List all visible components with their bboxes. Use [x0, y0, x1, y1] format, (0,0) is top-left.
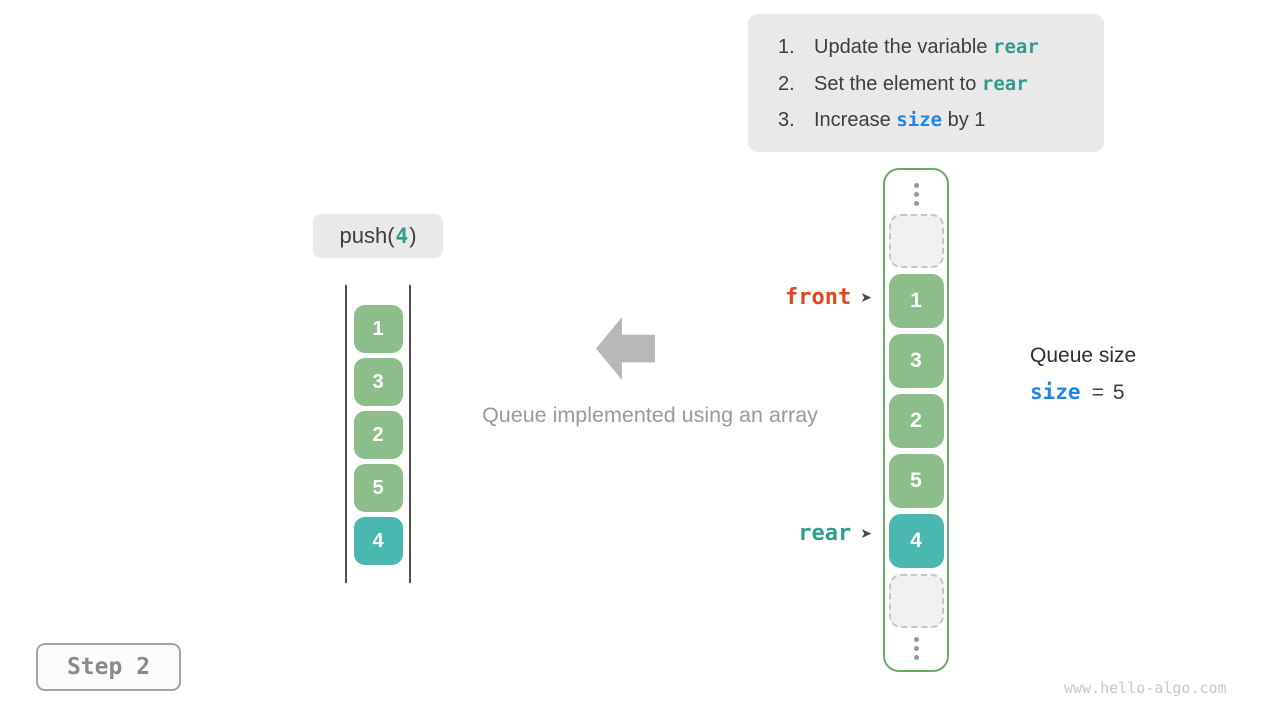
instruction-item-2: 2. Set the element to rear [778, 66, 1104, 103]
queue-abstract-diagram: 1 3 2 5 4 [345, 285, 411, 583]
queue-size-expression: size = 5 [1030, 380, 1136, 405]
instruction-text-post: by 1 [942, 109, 986, 131]
queue-size-annotation: Queue size size = 5 [1030, 344, 1136, 405]
queue-size-value: 5 [1112, 381, 1125, 404]
array-cell-highlighted: 4 [888, 514, 944, 568]
push-call-badge: push(4) [313, 214, 443, 258]
instruction-text: Increase size by 1 [814, 102, 985, 139]
array-cell: 2 [888, 394, 944, 448]
queue-cell: 1 [353, 305, 403, 353]
ellipsis-bottom-icon [913, 634, 919, 662]
instruction-text-pre: Increase [814, 109, 897, 131]
code-token-rear: rear [981, 72, 1028, 95]
queue-cell: 5 [353, 464, 403, 512]
code-token-size: size [896, 109, 943, 131]
list-number: 2. [778, 72, 795, 95]
array-diagram: 1 3 2 5 4 [883, 168, 949, 672]
rear-pointer-label: rear [798, 521, 852, 546]
array-cell: 1 [888, 274, 944, 328]
instruction-text: Set the element to rear [814, 66, 1028, 103]
instruction-item-3: 3. Increase size by 1 [778, 102, 1104, 139]
instruction-text-pre: Update the variable [814, 36, 994, 58]
code-token-rear: rear [993, 36, 1039, 58]
array-cell: 5 [888, 454, 944, 508]
push-call-prefix: push( [339, 223, 395, 248]
push-call-argument: 4 [395, 224, 409, 248]
list-number: 1. [778, 36, 795, 58]
instruction-text-pre: Set the element to [814, 72, 982, 95]
step-badge: Step 2 [36, 643, 181, 691]
list-number: 3. [778, 109, 795, 131]
array-empty-cell [888, 574, 944, 628]
pointer-arrow-icon: ➤ [860, 525, 872, 541]
diagram-caption: Queue implemented using an array [482, 403, 818, 427]
queue-size-label: Queue size [1030, 344, 1137, 367]
code-token-size: size [1030, 380, 1081, 404]
push-call-suffix: ) [409, 223, 417, 248]
array-cell: 3 [888, 334, 944, 388]
ellipsis-top-icon [913, 180, 919, 208]
instruction-box: 1. Update the variable rear 2. Set the e… [748, 14, 1104, 152]
instruction-item-1: 1. Update the variable rear [778, 29, 1104, 66]
instruction-text: Update the variable rear [814, 29, 1039, 66]
pointer-arrow-icon: ➤ [860, 289, 872, 305]
queue-cell: 2 [353, 411, 403, 459]
queue-cell: 3 [353, 358, 403, 406]
equals-sign: = [1091, 381, 1104, 404]
front-pointer-label: front [785, 285, 852, 310]
left-block-arrow-icon [596, 317, 655, 380]
watermark: www.hello-algo.com [1064, 679, 1227, 697]
queue-cell-highlighted: 4 [353, 517, 403, 565]
front-pointer: front ➤ [740, 285, 872, 310]
rear-pointer: rear ➤ [740, 521, 872, 546]
array-empty-cell [888, 214, 944, 268]
